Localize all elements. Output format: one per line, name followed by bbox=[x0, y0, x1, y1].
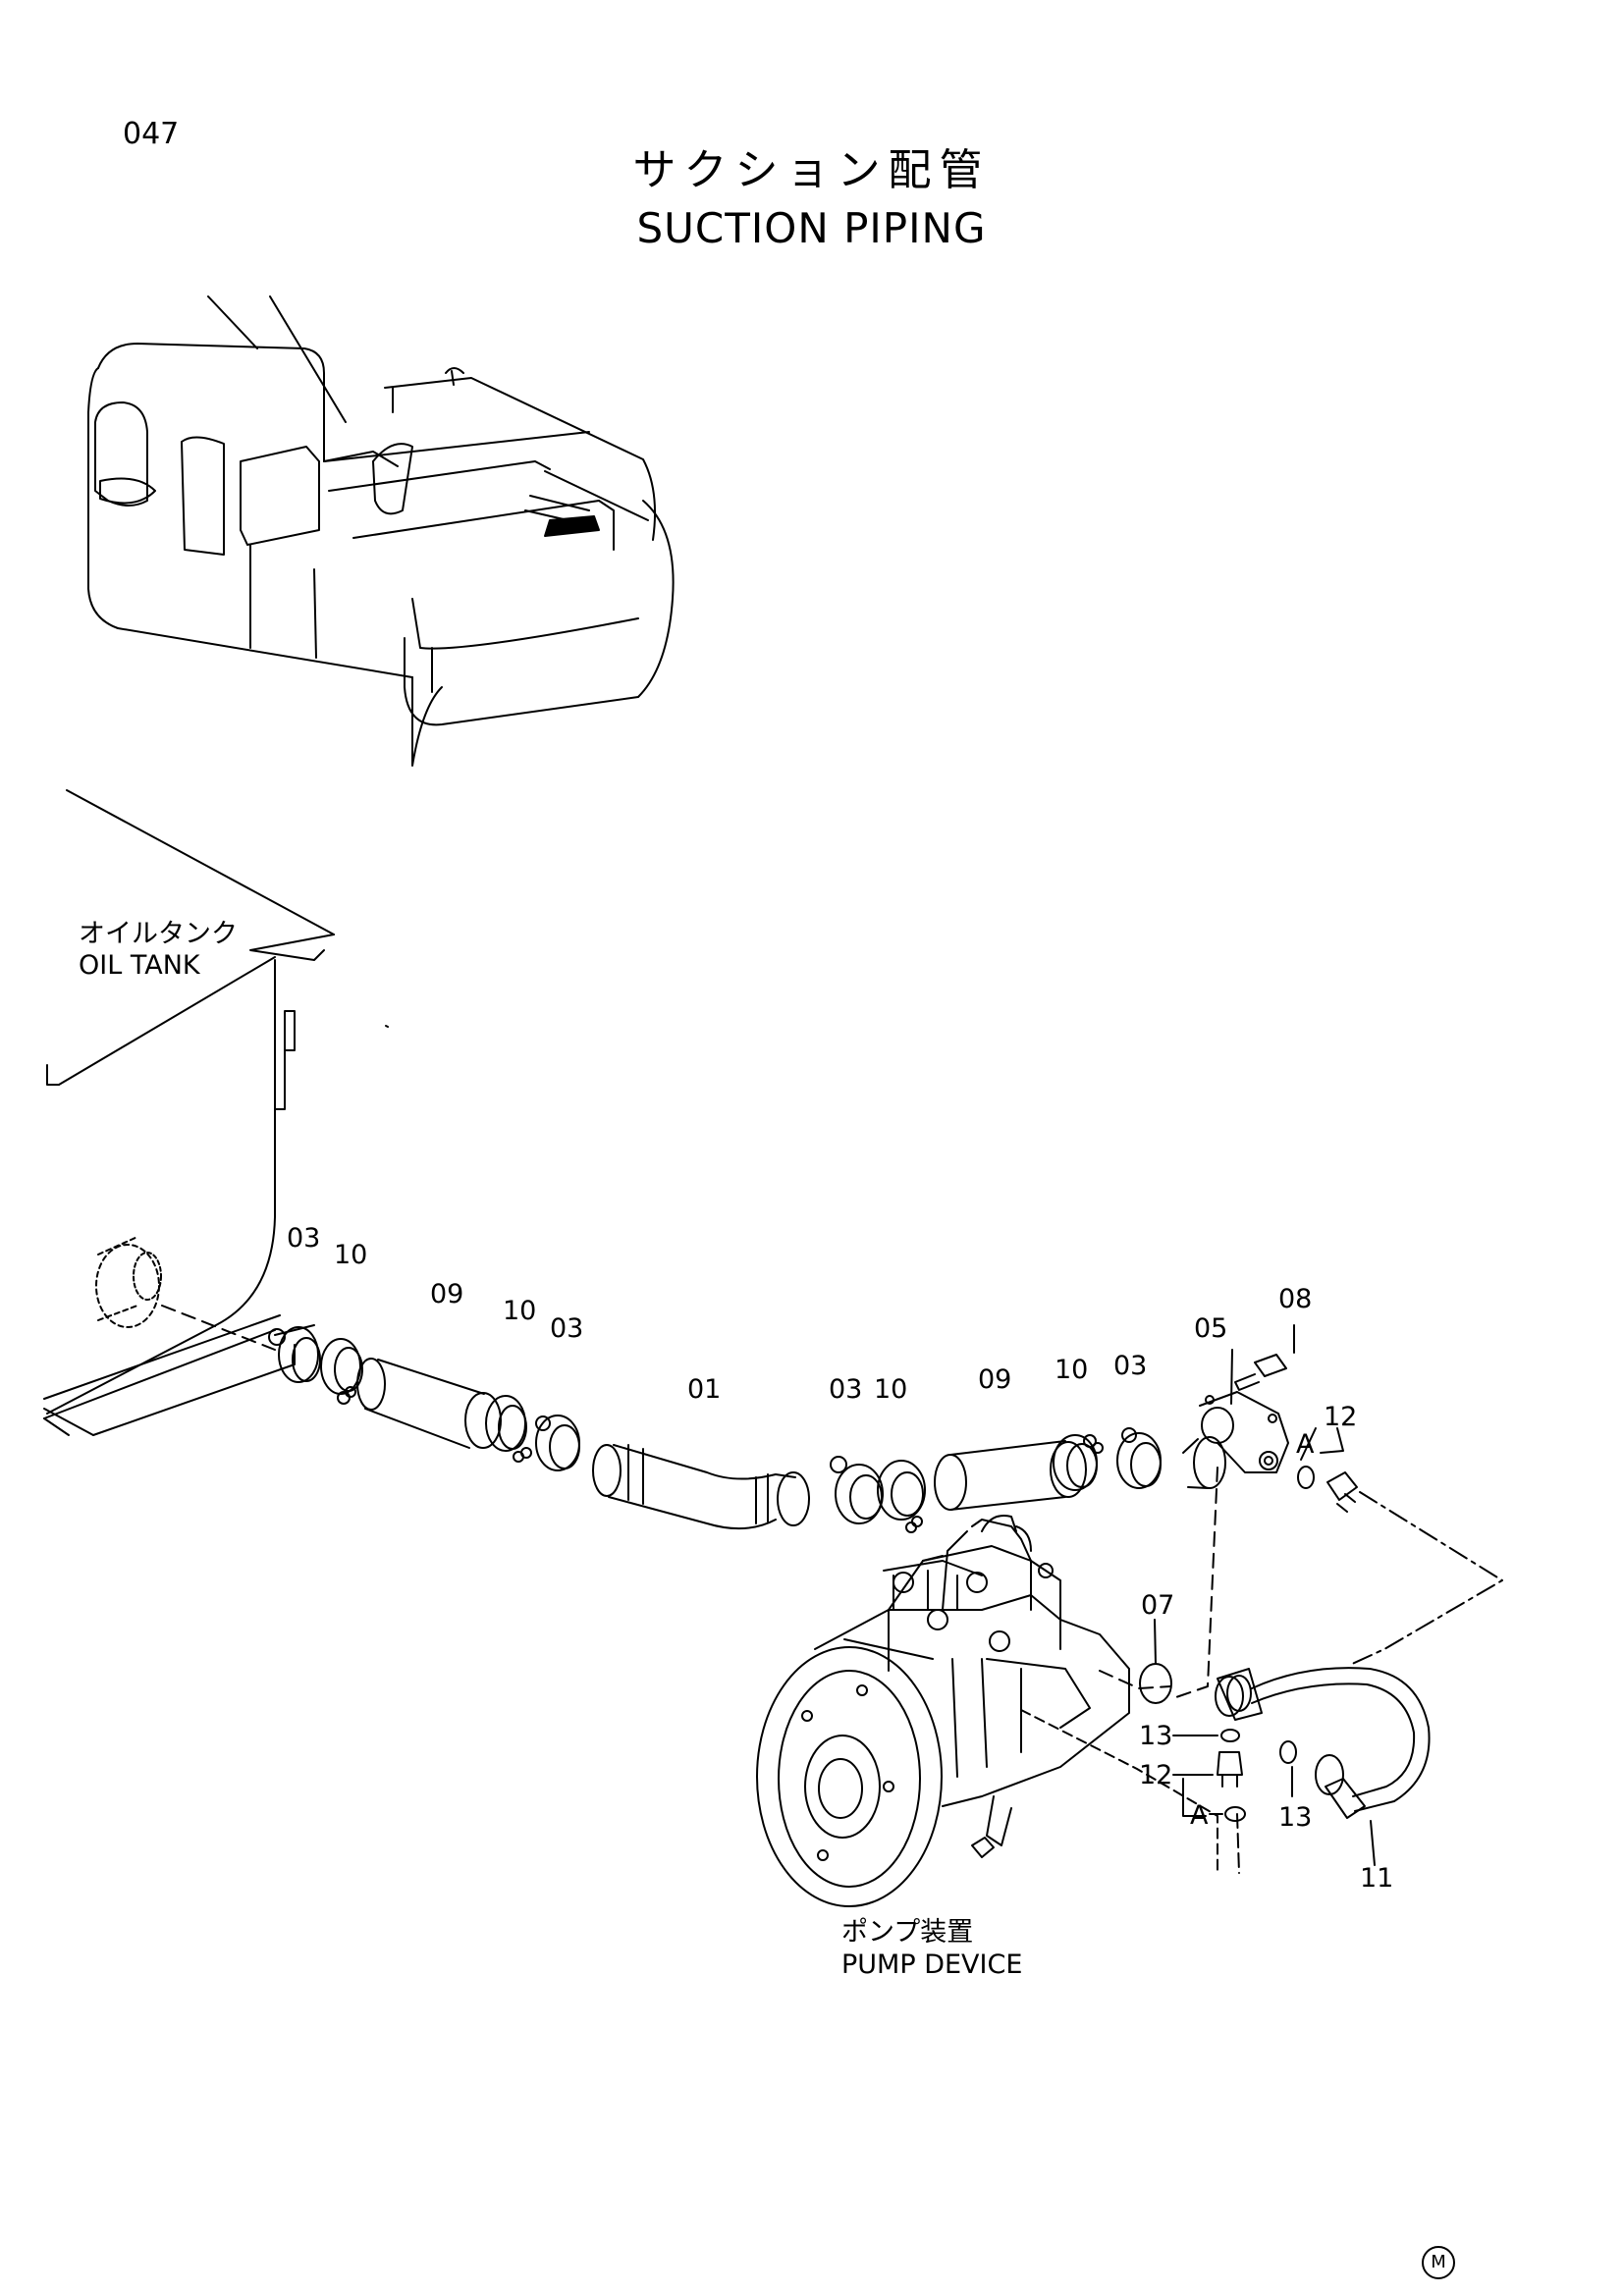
page-title-japanese: サクション配管 bbox=[632, 145, 991, 195]
callout-label: 09 bbox=[978, 1364, 1012, 1395]
callout-label: 10 bbox=[334, 1240, 368, 1270]
callout-label: 12 bbox=[1139, 1760, 1173, 1790]
callout-label: 12 bbox=[1324, 1402, 1358, 1432]
callout-label: 11 bbox=[1360, 1863, 1394, 1894]
callout-label: 03 bbox=[287, 1223, 321, 1254]
callout-label: 07 bbox=[1141, 1590, 1175, 1621]
callout-label: 10 bbox=[1055, 1355, 1089, 1385]
oil-tank-caption-english: OIL TANK bbox=[79, 950, 200, 981]
oil-tank-illustration bbox=[43, 789, 389, 1436]
callout-label: 10 bbox=[503, 1296, 537, 1326]
callout-label: 13 bbox=[1139, 1721, 1173, 1751]
callout-label: A bbox=[1190, 1800, 1209, 1831]
callout-label: A bbox=[1296, 1429, 1315, 1460]
pump-device-caption-english: PUMP DEVICE bbox=[841, 1949, 1023, 1980]
callout-label: 08 bbox=[1278, 1284, 1313, 1314]
page-number: 047 bbox=[123, 117, 180, 151]
callout-label: 05 bbox=[1194, 1313, 1228, 1344]
oil-tank-caption-japanese: オイルタンク bbox=[79, 919, 238, 949]
excavator-overview-illustration bbox=[87, 295, 675, 767]
callout-label: 03 bbox=[829, 1374, 863, 1405]
suction-piping-assembly bbox=[268, 1324, 1503, 1874]
page-title-english: SUCTION PIPING bbox=[636, 204, 987, 252]
pump-device-caption-japanese: ポンプ装置 bbox=[841, 1917, 974, 1948]
callout-label: 10 bbox=[874, 1374, 908, 1405]
callout-label: 13 bbox=[1278, 1802, 1313, 1833]
callout-label: 03 bbox=[550, 1313, 584, 1344]
callout-label: 09 bbox=[430, 1279, 464, 1309]
revision-mark: M bbox=[1422, 2246, 1455, 2279]
callout-label: 01 bbox=[687, 1374, 722, 1405]
pump-device-illustration bbox=[756, 1515, 1218, 1907]
callout-label: 03 bbox=[1113, 1351, 1148, 1381]
